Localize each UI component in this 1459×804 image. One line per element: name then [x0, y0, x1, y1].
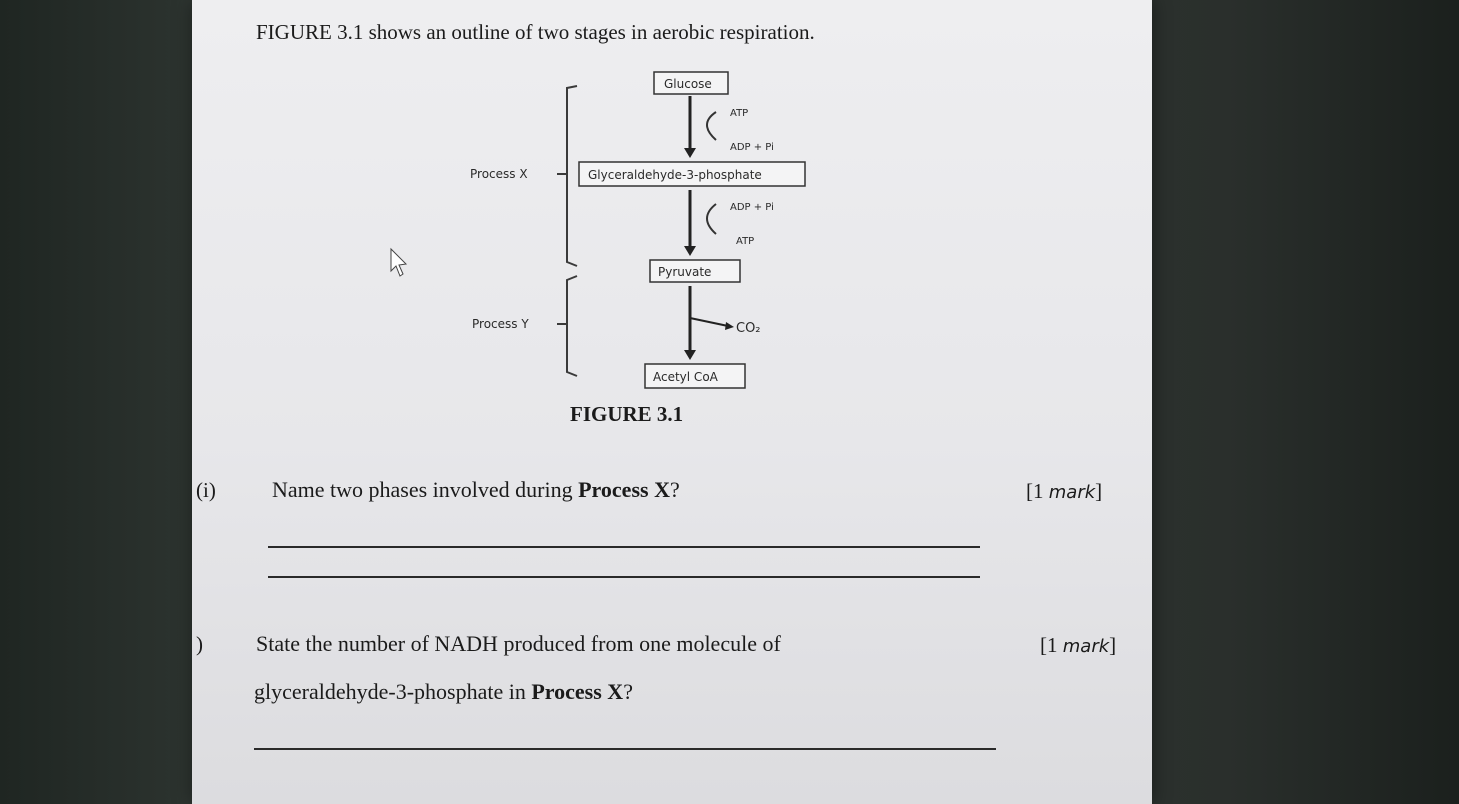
question-1-number: (i) [196, 478, 216, 502]
mark-open: [1 [1026, 479, 1049, 503]
question-1-mark: [1 mark] [1026, 479, 1102, 504]
answer-line-2a[interactable] [254, 748, 996, 750]
mouse-cursor-icon [390, 247, 408, 277]
arrowhead-acetyl-icon [684, 350, 696, 360]
pyruvate-box [649, 259, 741, 283]
g3p-label: Glyceraldehyde-3-phosphate [588, 168, 762, 182]
atp-curve [706, 111, 717, 141]
acetyl-coa-label: Acetyl CoA [653, 370, 719, 384]
question-1-end: ? [669, 477, 680, 502]
arrowhead-pyruvate-icon [684, 246, 696, 256]
question-2-text-line2: glyceraldehyde-3-phosphate in Process X? [254, 679, 633, 705]
question-2-line2-end: ? [623, 679, 633, 704]
g3p-box [578, 161, 806, 187]
figure-caption: FIGURE 3.1 [570, 402, 684, 426]
process-x-label: Process X [470, 167, 528, 181]
acetyl-coa-box [644, 363, 746, 389]
question-1-bold: Process X [578, 477, 670, 502]
question-1-plain: Name two phases involved during [272, 477, 579, 502]
glucose-label: Glucose [664, 77, 712, 91]
question-2-number: ) [196, 632, 203, 656]
mark-word: mark [1062, 636, 1110, 657]
arrowhead-g3p-icon [684, 148, 696, 158]
atp-in-label: ATP [730, 108, 748, 119]
pyruvate-label: Pyruvate [658, 265, 711, 279]
question-1-text: Name two phases involved during Process … [272, 477, 680, 503]
process-y-label: Process Y [472, 317, 529, 331]
mark-open: [1 [1040, 633, 1063, 657]
atp-out-label: ATP [736, 236, 754, 247]
co2-label: CO₂ [736, 321, 761, 336]
mark-close: ] [1095, 479, 1103, 503]
worksheet-page [192, 0, 1152, 804]
mark-close: ] [1109, 633, 1117, 657]
glucose-box [653, 71, 729, 95]
answer-line-1a[interactable] [268, 546, 980, 548]
adp-in-label: ADP + Pi [730, 202, 774, 213]
answer-line-1b[interactable] [268, 576, 980, 578]
question-2-line2-plain: glyceraldehyde-3-phosphate in [254, 679, 532, 704]
intro-text: FIGURE 3.1 shows an outline of two stage… [256, 20, 815, 44]
adp-out-label: ADP + Pi [730, 142, 774, 153]
adp-curve [706, 203, 717, 235]
question-2-mark: [1 mark] [1040, 633, 1116, 658]
process-y-brace [557, 275, 578, 377]
question-2-line2-bold: Process X [531, 679, 624, 704]
process-x-brace [557, 85, 578, 267]
co2-arrowhead-icon [725, 322, 734, 330]
mark-word: mark [1048, 482, 1096, 503]
co2-branch [689, 317, 729, 327]
question-2-text-line1: State the number of NADH produced from o… [256, 631, 781, 656]
